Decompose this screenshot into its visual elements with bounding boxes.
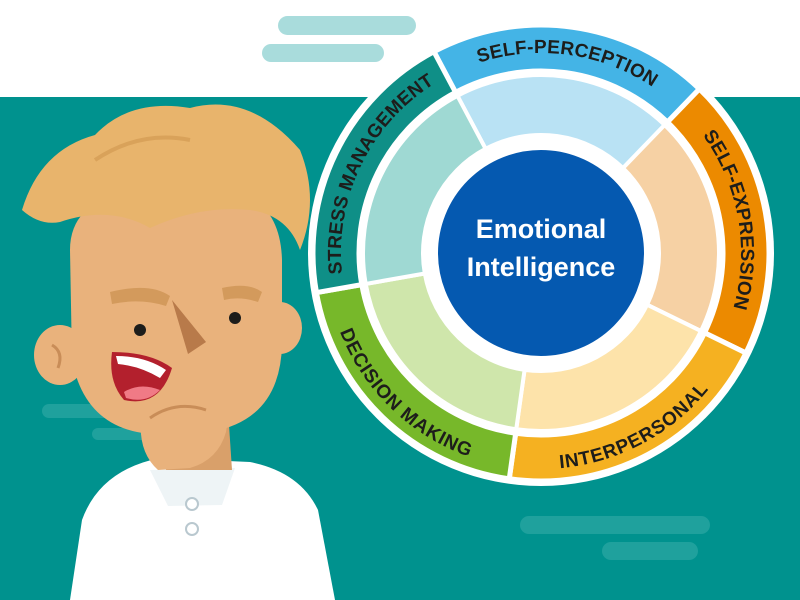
nose [172, 300, 206, 354]
cloud-top [262, 16, 416, 62]
eq-wheel: SELF-PERCEPTIONSELF-EXPRESSIONINTERPERSO… [308, 20, 774, 486]
outer-segment-5 [310, 48, 459, 296]
inner-segment-5 [361, 93, 489, 287]
boy-illustration [22, 104, 335, 600]
outer-ring [310, 22, 772, 484]
hair [22, 104, 310, 250]
eyebrow-right [222, 285, 262, 302]
collar [150, 468, 235, 506]
center-title-line-1: Emotional [476, 214, 607, 244]
shirt [70, 458, 335, 600]
center-title-line-2: Intelligence [467, 252, 616, 282]
inner-ring [361, 73, 721, 433]
eye-left [134, 324, 146, 336]
eyebrow-left [110, 287, 170, 306]
center-circle [432, 144, 650, 362]
shirt-button-1 [185, 497, 199, 511]
eye-right [229, 312, 241, 324]
cloud-bottom-right [520, 516, 710, 560]
shirt-button-2 [185, 522, 199, 536]
